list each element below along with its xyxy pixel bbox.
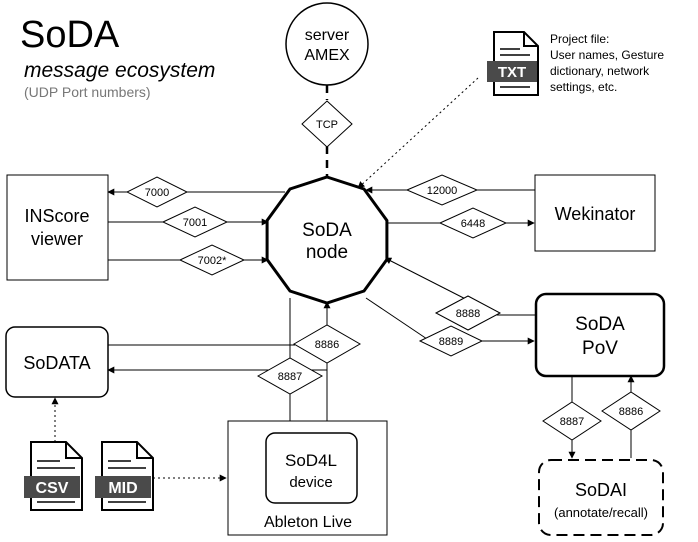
soda-node-sublabel: node [306, 242, 348, 263]
port-7000-diamond: 7000 [125, 176, 189, 208]
inscore-label: INScore [24, 206, 89, 226]
port-diamonds: TCP 7000 7001 7002* 12000 6448 8888 888 [125, 100, 661, 441]
port-8886-node-diamond: 8886 [292, 324, 362, 364]
port-7000-label: 7000 [145, 187, 169, 199]
wekinator-label: Wekinator [555, 204, 636, 224]
soda-pov-label: SoDA [575, 314, 625, 335]
mid-file-tag: MID [108, 480, 137, 497]
txt-file-tag: TXT [498, 64, 526, 81]
diagram-subtitle: message ecosystem [24, 59, 215, 82]
txt-file-icon: TXT [487, 31, 539, 96]
soda-node-label: SoDA [302, 220, 352, 241]
project-file-line-2: User names, Gesture [550, 48, 664, 62]
port-6448-diamond: 6448 [438, 207, 508, 239]
sodata-label: SoDATA [23, 353, 90, 373]
ableton-label: Ableton Live [264, 514, 352, 531]
port-12000-label: 12000 [427, 185, 458, 197]
port-8887-sodai-diamond: 8887 [542, 401, 602, 441]
port-8888-label: 8888 [456, 308, 480, 320]
port-8886-sodai-diamond: 8886 [601, 391, 661, 431]
csv-file-icon: CSV [24, 441, 83, 511]
port-7002-diamond: 7002* [178, 244, 246, 276]
sodai-box: SoDAI (annotate/recall) [538, 459, 664, 536]
diagram-note: (UDP Port numbers) [24, 84, 151, 100]
soda-node: SoDA node [265, 175, 389, 305]
port-7001-diamond: 7001 [161, 206, 229, 238]
sod4l-sublabel: device [289, 474, 332, 491]
port-8886-sodai-label: 8886 [619, 406, 643, 418]
soda-pov-box: SoDA PoV [534, 292, 666, 378]
tcp-diamond: TCP [301, 100, 353, 148]
port-8887-node-label: 8887 [278, 371, 302, 383]
port-8889-diamond: 8889 [418, 325, 484, 357]
tcp-label: TCP [316, 119, 338, 131]
inscore-sublabel: viewer [31, 229, 83, 249]
project-file-line-4: settings, etc. [550, 80, 617, 94]
port-6448-label: 6448 [461, 218, 485, 230]
port-8887-node-diamond: 8887 [256, 357, 324, 395]
port-8887-sodai-label: 8887 [560, 416, 584, 428]
project-file-line-3: dictionary, network [550, 64, 650, 78]
csv-file-tag: CSV [36, 480, 69, 497]
port-7001-label: 7001 [183, 217, 207, 229]
sod4l-label: SoD4L [285, 451, 337, 470]
sodata-box: SoDATA [5, 326, 109, 398]
port-8886-node-label: 8886 [315, 339, 339, 351]
mid-file-icon: MID [95, 441, 154, 511]
project-file-note: Project file: User names, Gesture dictio… [550, 32, 664, 94]
port-7002-label: 7002* [198, 255, 227, 267]
sod4l-device-box: SoD4L device [265, 432, 358, 504]
inscore-viewer-box: INScore viewer [6, 174, 109, 281]
port-8888-diamond: 8888 [434, 295, 502, 331]
server-amex-node: server AMEX [285, 2, 369, 86]
server-label: server [305, 27, 350, 44]
soda-pov-sublabel: PoV [582, 338, 618, 359]
port-8889-label: 8889 [439, 336, 463, 348]
server-sublabel: AMEX [304, 47, 350, 64]
project-file-line-1: Project file: [550, 32, 609, 46]
diagram-title: SoDA [20, 14, 120, 56]
wekinator-box: Wekinator [534, 174, 656, 252]
sodai-label: SoDAI [575, 480, 627, 500]
sodai-sublabel: (annotate/recall) [554, 505, 648, 520]
port-12000-diamond: 12000 [405, 174, 479, 206]
